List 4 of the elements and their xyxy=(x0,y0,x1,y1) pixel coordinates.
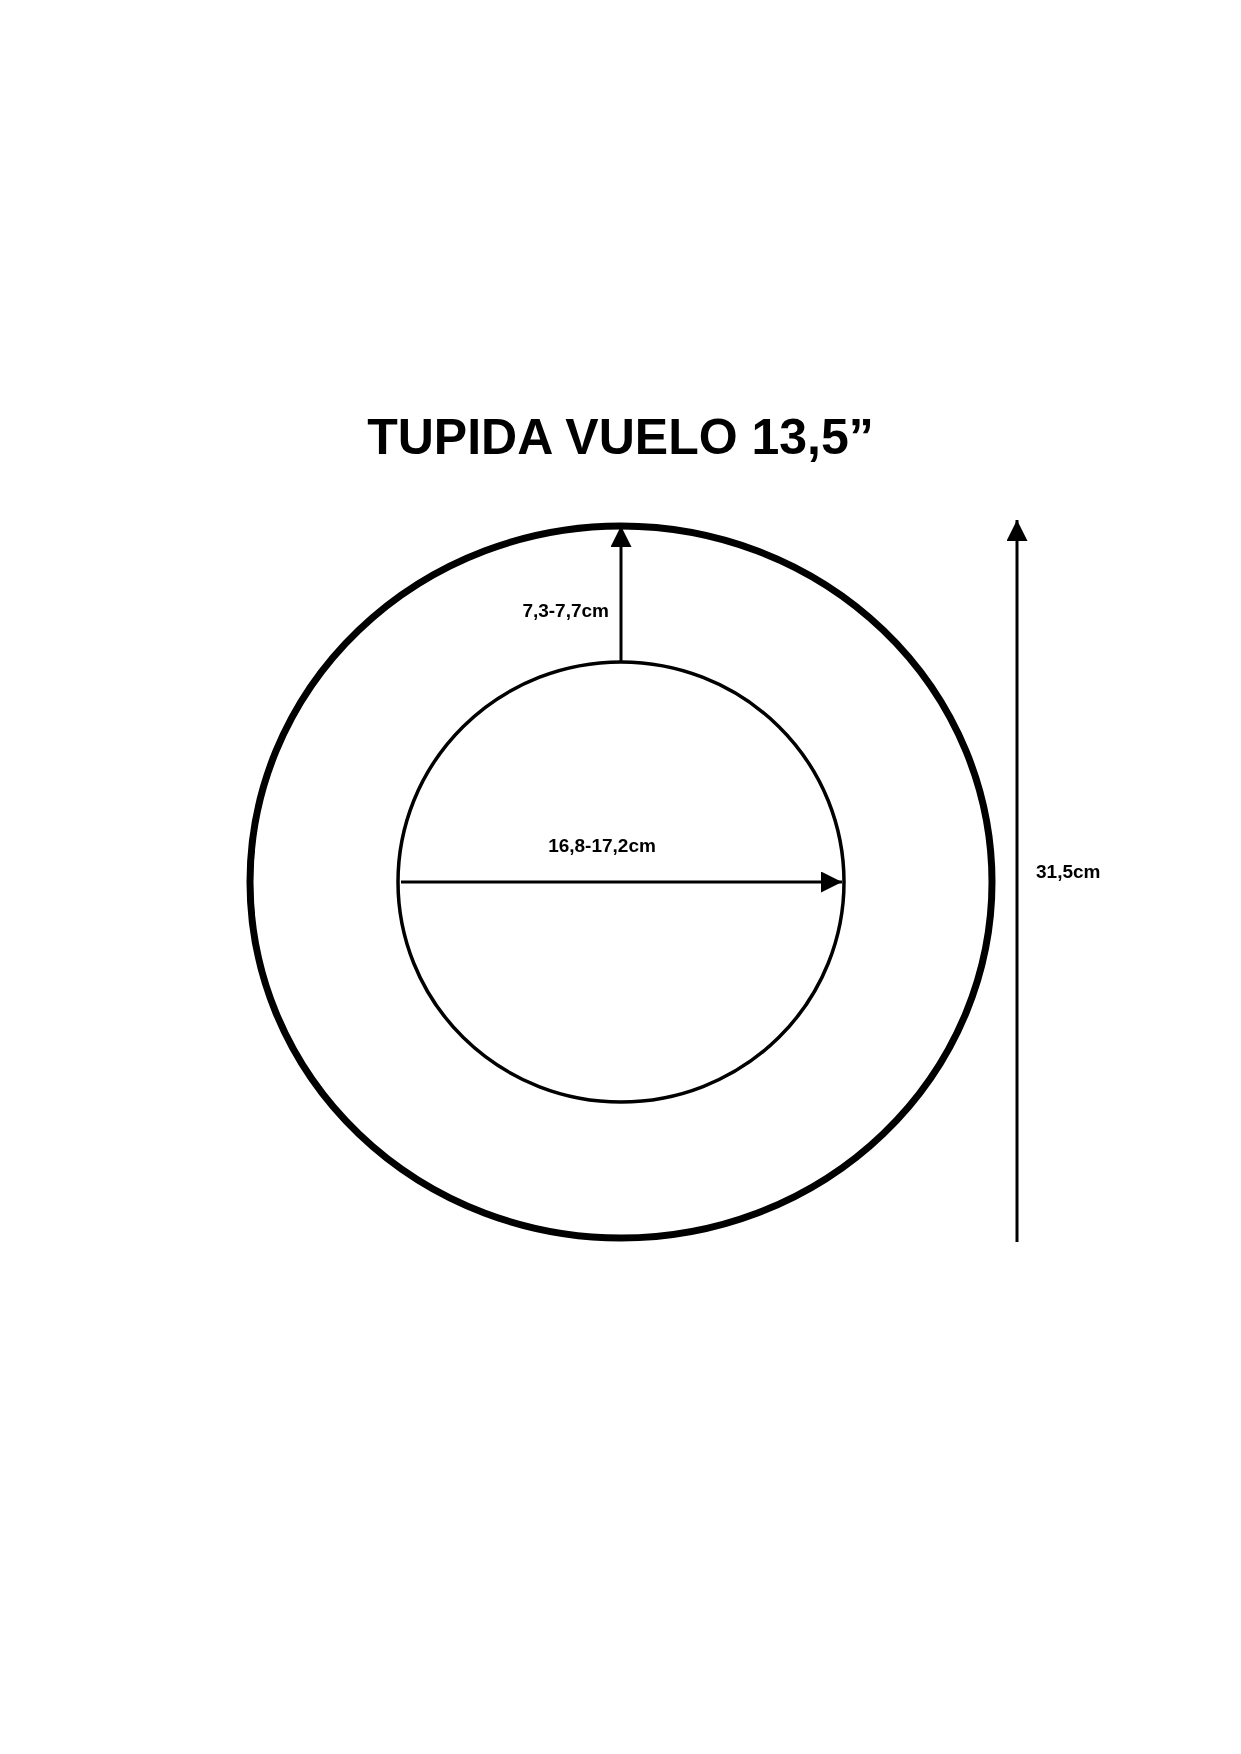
title: TUPIDA VUELO 13,5” xyxy=(366,412,875,462)
dimension-label: 31,5cm xyxy=(1036,862,1101,881)
dimension-label: 16,8-17,2cm xyxy=(547,836,657,855)
dimension-label: 7,3-7,7cm xyxy=(522,601,609,620)
